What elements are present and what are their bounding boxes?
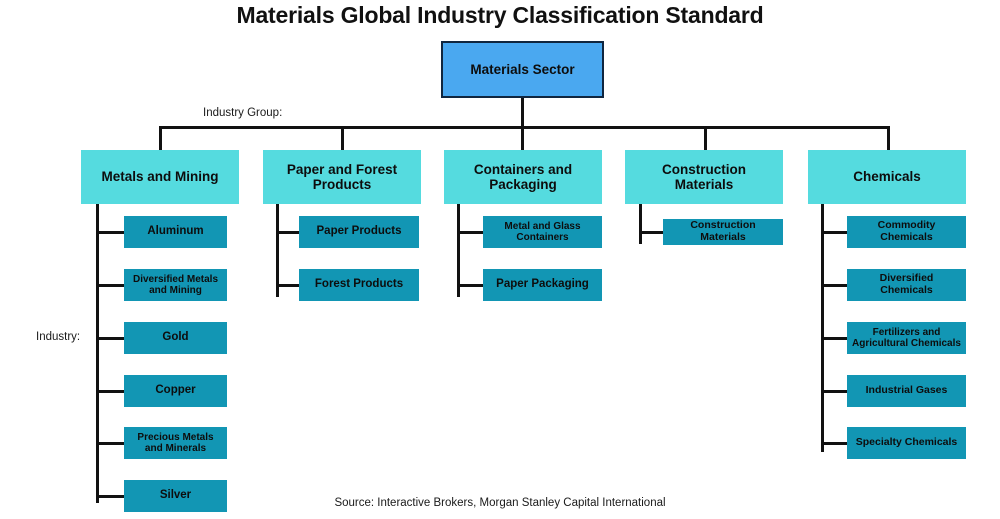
connector-stub-forest-products: [276, 284, 299, 287]
connector-stub-diversified-chemicals: [821, 284, 847, 287]
node-industry-specialty-chemicals[interactable]: Specialty Chemicals: [847, 427, 966, 459]
node-industry-industrial-gases[interactable]: Industrial Gases: [847, 375, 966, 407]
node-industry-precious-metals-and-minerals[interactable]: Precious Metals and Minerals: [124, 427, 227, 459]
node-industry-aluminum[interactable]: Aluminum: [124, 216, 227, 248]
node-group-metals-and-mining[interactable]: Metals and Mining: [81, 150, 239, 204]
connector-drop-containers-and-packaging: [521, 126, 524, 151]
node-industry-commodity-chemicals[interactable]: Commodity Chemicals: [847, 216, 966, 248]
connector-drop-metals-and-mining: [159, 126, 162, 151]
node-industry-forest-products[interactable]: Forest Products: [299, 269, 419, 301]
connector-trunk-paper-and-forest-products: [276, 204, 279, 297]
connector-stub-copper: [96, 390, 124, 393]
node-industry-copper[interactable]: Copper: [124, 375, 227, 407]
node-industry-silver[interactable]: Silver: [124, 480, 227, 512]
connector-stub-precious-metals-and-minerals: [96, 442, 124, 445]
page-title: Materials Global Industry Classification…: [236, 2, 764, 28]
connector-drop-chemicals: [887, 126, 890, 151]
connector-stub-aluminum: [96, 231, 124, 234]
node-group-chemicals[interactable]: Chemicals: [808, 150, 966, 204]
connector-stub-diversified-metals-and-mining: [96, 284, 124, 287]
connector-trunk-metals-and-mining: [96, 204, 99, 503]
connector-stub-specialty-chemicals: [821, 442, 847, 445]
node-industry-gold[interactable]: Gold: [124, 322, 227, 354]
node-industry-paper-products[interactable]: Paper Products: [299, 216, 419, 248]
connector-stub-gold: [96, 337, 124, 340]
connector-stub-commodity-chemicals: [821, 231, 847, 234]
source-note: Source: Interactive Brokers, Morgan Stan…: [334, 497, 666, 509]
connector-stub-paper-products: [276, 231, 299, 234]
node-industry-fertilizers-and-agricultural-chemicals[interactable]: Fertilizers and Agricultural Chemicals: [847, 322, 966, 354]
node-group-paper-and-forest-products[interactable]: Paper and Forest Products: [263, 150, 421, 204]
connector-group-bus: [159, 126, 890, 129]
node-materials-sector[interactable]: Materials Sector: [441, 41, 604, 98]
connector-sector-stem: [521, 98, 524, 127]
node-industry-metal-and-glass-containers[interactable]: Metal and Glass Containers: [483, 216, 602, 248]
connector-drop-construction-materials: [704, 126, 707, 151]
connector-stub-paper-packaging: [457, 284, 483, 287]
node-group-construction-materials[interactable]: Construction Materials: [625, 150, 783, 204]
node-industry-construction-materials[interactable]: Construction Materials: [663, 219, 783, 245]
connector-drop-paper-and-forest-products: [341, 126, 344, 151]
connector-trunk-containers-and-packaging: [457, 204, 460, 297]
node-group-containers-and-packaging[interactable]: Containers and Packaging: [444, 150, 602, 204]
connector-trunk-chemicals: [821, 204, 824, 452]
node-industry-diversified-chemicals[interactable]: Diversified Chemicals: [847, 269, 966, 301]
connector-stub-fertilizers-and-agricultural-chemicals: [821, 337, 847, 340]
connector-stub-metal-and-glass-containers: [457, 231, 483, 234]
connector-trunk-construction-materials: [639, 204, 642, 244]
connector-stub-industrial-gases: [821, 390, 847, 393]
connector-stub-construction-materials: [639, 231, 663, 234]
label-industry-group: Industry Group:: [203, 107, 283, 119]
node-industry-paper-packaging[interactable]: Paper Packaging: [483, 269, 602, 301]
connector-stub-silver: [96, 495, 124, 498]
node-industry-diversified-metals-and-mining[interactable]: Diversified Metals and Mining: [124, 269, 227, 301]
label-industry: Industry:: [36, 331, 81, 343]
